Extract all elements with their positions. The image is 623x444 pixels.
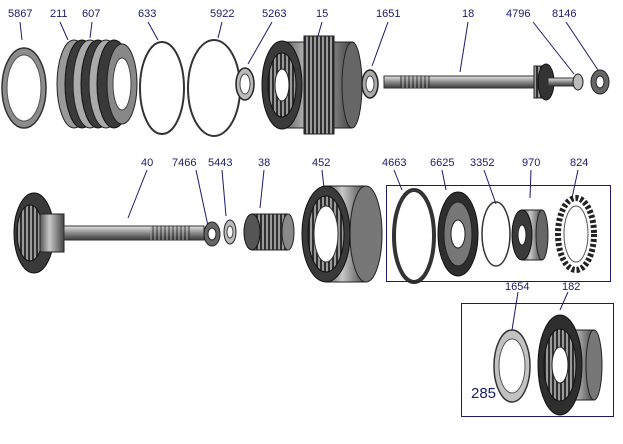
label-182: 182 [562, 281, 581, 293]
part-970-hub [511, 209, 549, 261]
label-633: 633 [138, 8, 157, 20]
leader-lines [19, 21, 599, 331]
label-970: 970 [522, 157, 541, 169]
label-211: 211 [50, 8, 68, 20]
label-607: 607 [82, 8, 101, 20]
part-40-input-shaft [13, 192, 205, 274]
part-824-roller-clutch [555, 195, 597, 273]
part-5867-disc [1, 47, 47, 129]
label-4796: 4796 [506, 8, 531, 20]
label-38: 38 [258, 157, 271, 169]
label-5263: 5263 [262, 8, 287, 20]
label-1651: 1651 [376, 8, 401, 20]
part-38-sun-gear [243, 213, 295, 251]
subgroup-box-upper [386, 185, 611, 282]
label-5443: 5443 [208, 157, 233, 169]
part-182-clutch-hub [537, 314, 603, 416]
part-15-drum-assembly [261, 35, 363, 135]
part-1651-washer [361, 69, 379, 99]
part-6625-plate [437, 191, 479, 277]
part-5263-washer [235, 67, 255, 101]
part-3352-snap-ring [481, 201, 511, 267]
label-1654: 1654 [505, 281, 530, 293]
part-8146-bearing [590, 69, 610, 95]
label-18: 18 [462, 8, 475, 20]
part-7466-bearing [203, 221, 221, 247]
label-5867: 5867 [8, 8, 33, 20]
label-5922: 5922 [210, 8, 235, 20]
label-15: 15 [316, 8, 329, 20]
part-1654-washer [493, 329, 531, 403]
label-3352: 3352 [470, 157, 495, 169]
label-4663: 4663 [382, 157, 407, 169]
part-633-snap-ring [139, 41, 185, 135]
part-4663-seal-ring [392, 188, 436, 284]
label-7466: 7466 [172, 157, 197, 169]
part-4796-washer [572, 73, 584, 91]
part-452-ring-gear [301, 185, 383, 283]
part-5922-snap-ring [187, 39, 241, 137]
label-40: 40 [141, 157, 154, 169]
label-6625: 6625 [430, 157, 455, 169]
label-824: 824 [570, 157, 589, 169]
part-18-shaft [383, 63, 575, 101]
part-5443-washer [223, 219, 237, 245]
label-452: 452 [312, 157, 331, 169]
subgroup-box-lower [461, 303, 614, 417]
group-number: 285 [471, 385, 497, 402]
part-211-607-clutch-pack [56, 39, 138, 129]
label-8146: 8146 [552, 8, 577, 20]
